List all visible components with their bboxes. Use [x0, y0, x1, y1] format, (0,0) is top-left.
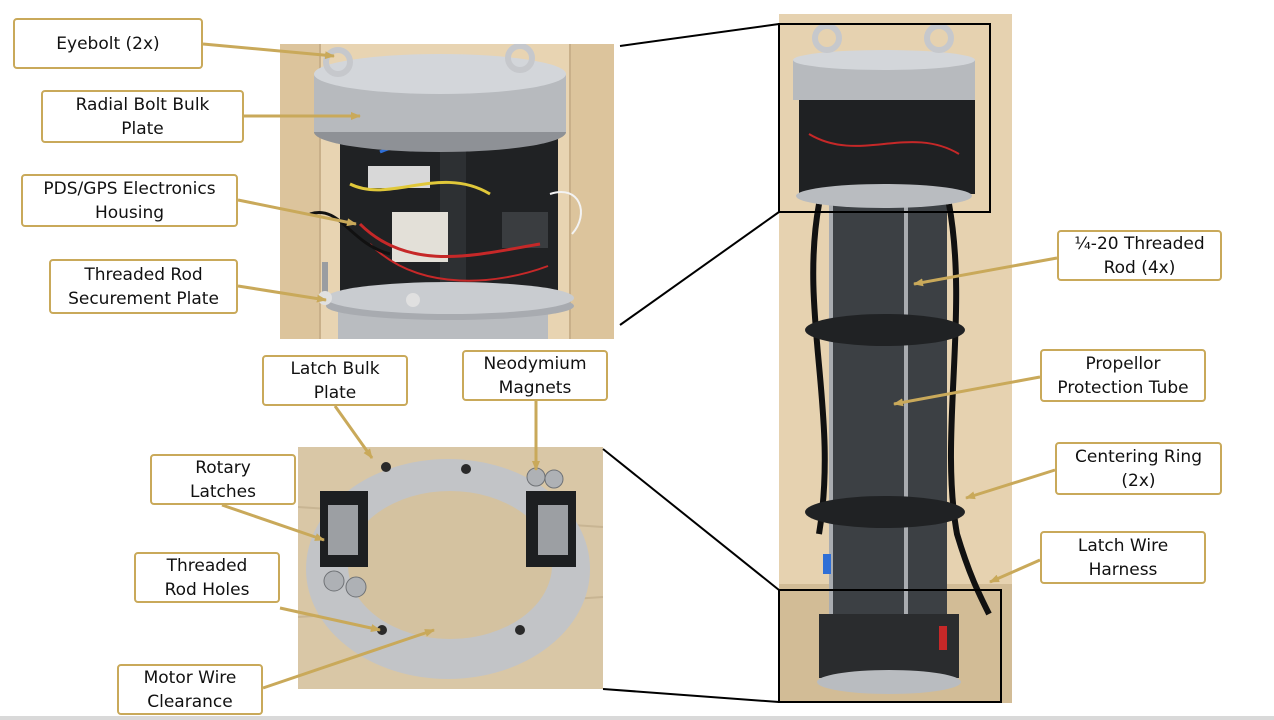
- full-assembly-illustration: [779, 14, 1012, 703]
- label-radial-bolt-bulk-plate: Radial Bolt Bulk Plate: [41, 90, 244, 143]
- label-latch-wire-harness: Latch Wire Harness: [1040, 531, 1206, 584]
- label-motor-wire-clearance: Motor Wire Clearance: [117, 664, 263, 715]
- label-threaded-rod-holes: Threaded Rod Holes: [134, 552, 280, 603]
- electronics-bay-illustration: [280, 44, 614, 339]
- full-assembly-photo: [779, 14, 1012, 703]
- connector-line-lower-top: [602, 448, 780, 591]
- connector-line-upper-bottom: [619, 211, 780, 326]
- label-eyebolt: Eyebolt (2x): [13, 18, 203, 69]
- latch-plate-photo: [298, 447, 603, 689]
- label-centering-ring: Centering Ring (2x): [1055, 442, 1222, 495]
- label-threaded-rod-4x: ¼-20 Threaded Rod (4x): [1057, 230, 1222, 281]
- connector-line-upper-top: [619, 23, 780, 47]
- label-rotary-latches: Rotary Latches: [150, 454, 296, 505]
- label-neodymium-magnets: Neodymium Magnets: [462, 350, 608, 401]
- bottom-divider: [0, 716, 1274, 720]
- latch-plate-illustration: [298, 447, 603, 689]
- label-pds-gps-electronics-housing: PDS/GPS Electronics Housing: [21, 174, 238, 227]
- electronics-bay-photo: [280, 44, 614, 339]
- connector-line-lower-bottom: [602, 688, 780, 703]
- label-latch-bulk-plate: Latch Bulk Plate: [262, 355, 408, 406]
- label-propellor-protection-tube: Propellor Protection Tube: [1040, 349, 1206, 402]
- label-threaded-rod-securement-plate: Threaded Rod Securement Plate: [49, 259, 238, 314]
